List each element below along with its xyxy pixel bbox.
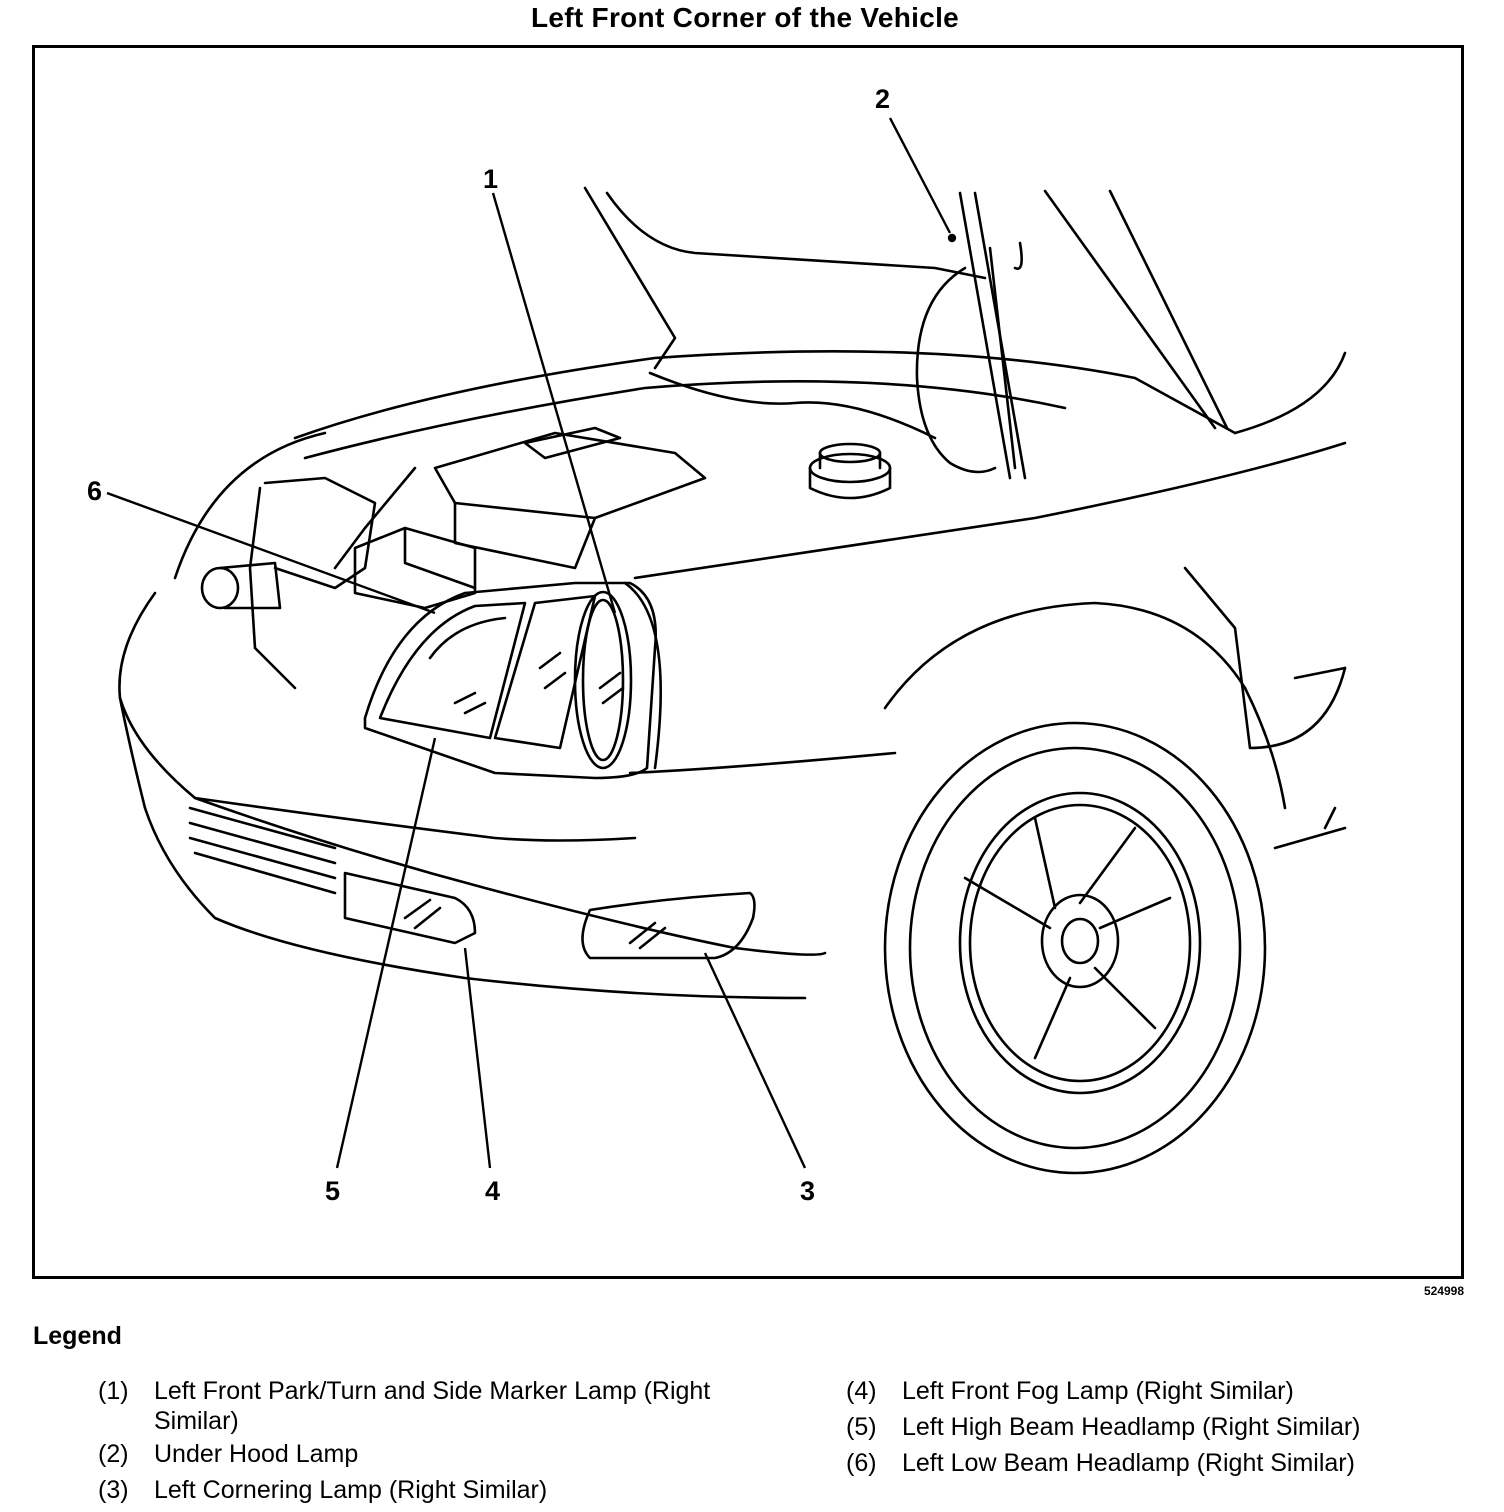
callout-4: 4 [485, 1176, 500, 1206]
callout-3: 3 [800, 1176, 815, 1206]
legend-item-number: (4) [846, 1377, 877, 1405]
callout-6: 6 [87, 476, 102, 506]
callout-5: 5 [325, 1176, 340, 1206]
figure-id: 524998 [1423, 1284, 1464, 1298]
legend-item-text: Left Front Park/Turn and Side Marker Lam… [154, 1377, 711, 1435]
leader-line-1 [491, 192, 617, 614]
legend-item: (3) Left Cornering Lamp (Right Similar) [98, 1472, 758, 1508]
legend-item-text: Left Front Fog Lamp (Right Similar) [902, 1377, 1294, 1405]
leader-lines [106, 117, 957, 1169]
legend-item-text: Left Cornering Lamp (Right Similar) [154, 1476, 548, 1504]
legend-item: (6) Left Low Beam Headlamp (Right Simila… [846, 1445, 1486, 1481]
legend-item-number: (5) [846, 1413, 877, 1441]
legend-item-number: (1) [98, 1377, 129, 1405]
vehicle-illustration: 1 2 3 4 5 6 [87, 84, 1347, 1206]
diagram-title: Left Front Corner of the Vehicle [530, 2, 960, 33]
legend-item: (5) Left High Beam Headlamp (Right Simil… [846, 1409, 1486, 1445]
leader-line-3 [703, 952, 807, 1169]
legend-item-text: Left High Beam Headlamp (Right Similar) [902, 1413, 1361, 1441]
leader-line-6 [106, 491, 436, 615]
leader-line-4 [463, 947, 492, 1169]
legend-item-text: Under Hood Lamp [154, 1440, 359, 1468]
legend-item-number: (3) [98, 1476, 129, 1504]
leader-line-5 [335, 737, 437, 1169]
legend-item-number: (6) [846, 1449, 877, 1477]
legend-item: (4) Left Front Fog Lamp (Right Similar) [846, 1373, 1486, 1409]
legend-item: (2) Under Hood Lamp [98, 1436, 758, 1472]
legend-title: Legend [33, 1322, 122, 1350]
legend-item-number: (2) [98, 1440, 129, 1468]
legend-item: (1) Left Front Park/Turn and Side Marker… [98, 1373, 758, 1436]
callout-1: 1 [483, 164, 498, 194]
legend-column-right: (4) Left Front Fog Lamp (Right Similar) … [846, 1373, 1486, 1481]
vehicle-linework [118, 186, 1347, 1175]
legend-item-text: Left Low Beam Headlamp (Right Similar) [902, 1449, 1355, 1477]
callout-2: 2 [875, 84, 890, 114]
under-hood-lamp-marker [947, 233, 957, 243]
legend-column-left: (1) Left Front Park/Turn and Side Marker… [98, 1373, 758, 1508]
leader-line-2 [888, 117, 952, 234]
illustration-frame: 1 2 3 4 5 6 [32, 45, 1464, 1279]
